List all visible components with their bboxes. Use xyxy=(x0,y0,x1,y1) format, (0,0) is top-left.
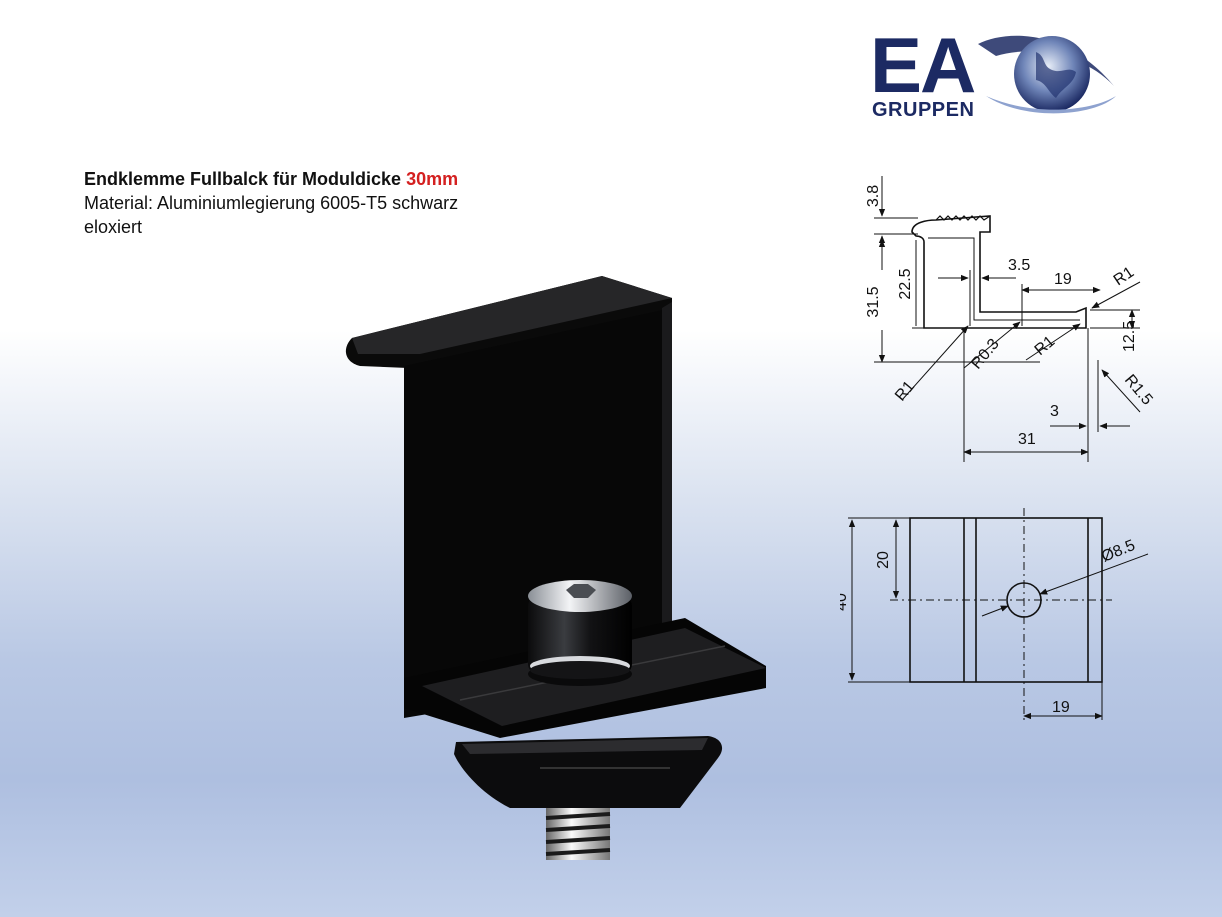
module-thickness: 30mm xyxy=(406,169,459,189)
dim-diameter: Ø8.5 xyxy=(1099,537,1138,566)
dim-20: 20 xyxy=(875,551,892,569)
logo-brand-text: EA xyxy=(870,21,976,109)
dim-r1-mid: R1 xyxy=(1032,333,1059,359)
dim-3: 3 xyxy=(1050,403,1059,420)
material-line: Material: Aluminiumlegierung 6005-T5 sch… xyxy=(84,193,459,213)
dim-19-top: 19 xyxy=(1052,699,1070,716)
technical-drawing: 3.8 22.5 31.5 3.5 19 R1 12.5 R0.3 R1 R1 … xyxy=(840,176,1156,720)
dim-31: 31 xyxy=(1018,431,1036,448)
end-clamp-render xyxy=(345,276,766,860)
logo-subtitle: GRUPPEN xyxy=(872,99,975,121)
side-view xyxy=(911,215,1087,329)
globe-icon xyxy=(978,35,1116,114)
side-view-dimensions xyxy=(874,176,1141,462)
side-view-labels: 3.8 22.5 31.5 3.5 19 R1 12.5 R0.3 R1 R1 … xyxy=(865,185,1156,448)
product-description: Endklemme Fullbalck für Moduldicke 30mm … xyxy=(84,167,544,239)
product-title: Endklemme Fullbalck für Moduldicke xyxy=(84,169,402,189)
dim-12-5: 12.5 xyxy=(1121,321,1138,352)
product-title-line: Endklemme Fullbalck für Moduldicke 30mm xyxy=(84,167,544,191)
company-logo: EA GRUPPEN xyxy=(868,26,1118,126)
material-line-2: eloxiert xyxy=(84,217,143,237)
dim-r1-5: R1.5 xyxy=(1121,372,1156,409)
dim-r1-left: R1 xyxy=(892,378,918,405)
top-view-labels: 40 20 Ø8.5 19 xyxy=(840,537,1138,716)
dim-19-side: 19 xyxy=(1054,271,1072,288)
top-view-dimensions xyxy=(848,508,1149,720)
dim-40: 40 xyxy=(840,593,850,611)
dim-3-5: 3.5 xyxy=(1008,257,1030,274)
dim-r0-3: R0.3 xyxy=(968,336,1003,373)
dim-3-8: 3.8 xyxy=(865,185,882,207)
dim-31-5: 31.5 xyxy=(865,286,882,317)
dim-22-5: 22.5 xyxy=(897,268,914,299)
